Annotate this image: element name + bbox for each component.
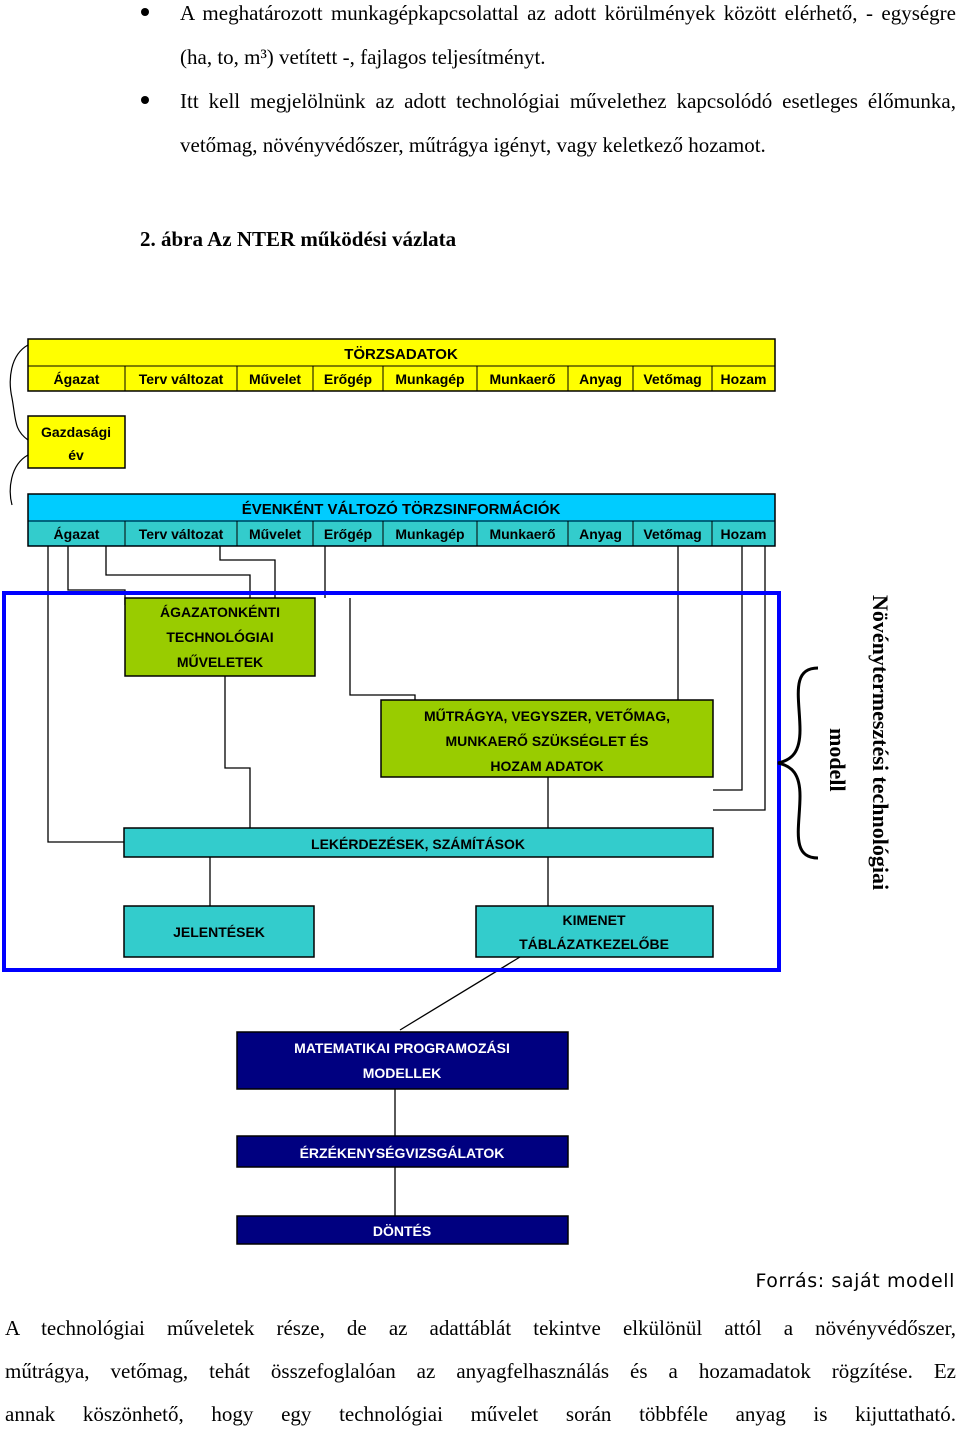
side-label-line1: Növénytermesztési technológiai — [868, 595, 893, 891]
mutragya-box: MŰTRÁGYA, VEGYSZER, VETŐMAG, MUNKAERŐ SZ… — [380, 699, 714, 778]
gazdasagi-ev-box: Gazdasági év — [27, 415, 126, 469]
dontes-box: DÖNTÉS — [236, 1215, 569, 1245]
paragraph-line: A technológiai műveletek része, de az ad… — [5, 1316, 956, 1340]
side-label-line2: modell — [825, 728, 850, 792]
gazdasagi-ev-line: Gazdasági — [41, 424, 111, 440]
matematikai-line: MATEMATIKAI PROGRAMOZÁSI — [294, 1040, 510, 1056]
erzekenyseg-box: ÉRZÉKENYSÉGVIZSGÁLATOK — [236, 1135, 569, 1168]
kimenet-line: TÁBLÁZATKEZELŐBE — [519, 935, 669, 952]
gazdasagi-ev-line: év — [68, 447, 84, 463]
torzsadatok-cell: Ágazat — [54, 371, 100, 387]
torzsadatok-table: TÖRZSADATOK Ágazat Terv változat Művelet Er… — [27, 338, 776, 392]
evenkent-cell: Terv változat — [139, 526, 224, 542]
bullet-item: A meghatározott munkagépkapcsolattal az … — [140, 0, 956, 79]
evenkent-table: ÉVENKÉNT VÁLTOZÓ TÖRZSINFORMÁCIÓK Ágazat… — [27, 493, 776, 547]
torzsadatok-cell: Művelet — [249, 371, 301, 387]
agazatonkenti-box: ÁGAZATONKÉNTI TECHNOLÓGIAI MŰVELETEK — [124, 597, 316, 677]
torzsadatok-cell: Hozam — [721, 371, 767, 387]
evenkent-cell: Művelet — [249, 526, 301, 542]
evenkent-cell: Vetőmag — [643, 526, 701, 542]
paragraph-line: annak köszönhető, hogy egy technológiai … — [5, 1402, 956, 1426]
torzsadatok-title: TÖRZSADATOK — [344, 346, 458, 363]
evenkent-title: ÉVENKÉNT VÁLTOZÓ TÖRZSINFORMÁCIÓK — [242, 500, 561, 518]
bullet-text: A meghatározott munkagépkapcsolattal az … — [180, 1, 956, 69]
kimenet-box: KIMENET TÁBLÁZATKEZELŐBE — [475, 905, 714, 958]
matematikai-line: MODELLEK — [363, 1065, 442, 1081]
evenkent-cell: Munkaerő — [489, 526, 555, 542]
connector-lines — [47, 546, 766, 1216]
bullet-text: Itt kell megjelölnünk az adott technológ… — [180, 89, 956, 157]
torzsadatok-cell: Anyag — [579, 371, 622, 387]
agazatonkenti-line: MŰVELETEK — [177, 653, 263, 670]
agazatonkenti-line: TECHNOLÓGIAI — [166, 628, 273, 645]
figure-source: Forrás: saját modell — [755, 1270, 955, 1292]
body-paragraph: A technológiai műveletek része, de az ad… — [5, 1307, 956, 1436]
lekerdezesek-box: LEKÉRDEZÉSEK, SZÁMÍTÁSOK — [123, 827, 714, 858]
paragraph-line: műtrágya, vetőmag, tehát összefoglalóan … — [5, 1359, 956, 1383]
jelentesek-box: JELENTÉSEK — [123, 905, 315, 958]
evenkent-cell: Erőgép — [324, 526, 372, 542]
bullet-dot-icon — [141, 8, 149, 16]
agazatonkenti-line: ÁGAZATONKÉNTI — [160, 604, 280, 620]
erzekenyseg-label: ÉRZÉKENYSÉGVIZSGÁLATOK — [300, 1145, 505, 1161]
bullet-item: Itt kell megjelölnünk az adott technológ… — [140, 79, 956, 167]
torzsadatok-cell: Munkagép — [395, 371, 464, 387]
mutragya-line: MŰTRÁGYA, VEGYSZER, VETŐMAG, — [424, 707, 670, 724]
figure-caption: 2. ábra Az NTER működési vázlata — [140, 227, 457, 251]
torzsadatok-cell: Vetőmag — [643, 371, 701, 387]
jelentesek-label: JELENTÉSEK — [173, 924, 265, 940]
bullet-list: A meghatározott munkagépkapcsolattal az … — [140, 0, 956, 167]
torzsadatok-cell: Erőgép — [324, 371, 372, 387]
curly-brace-icon — [777, 666, 819, 860]
lekerdezesek-label: LEKÉRDEZÉSEK, SZÁMÍTÁSOK — [311, 836, 525, 852]
matematikai-box: MATEMATIKAI PROGRAMOZÁSI MODELLEK — [236, 1031, 569, 1090]
dontes-label: DÖNTÉS — [373, 1223, 431, 1239]
mutragya-line: HOZAM ADATOK — [490, 758, 603, 774]
model-frame — [2, 591, 781, 972]
mutragya-line: MUNKAERŐ SZÜKSÉGLET ÉS — [445, 732, 648, 749]
evenkent-cell: Ágazat — [54, 526, 100, 542]
bullet-dot-icon — [141, 96, 149, 104]
torzsadatok-cell: Munkaerő — [489, 371, 555, 387]
torzsadatok-cell: Terv változat — [139, 371, 224, 387]
kimenet-line: KIMENET — [563, 912, 626, 928]
evenkent-cell: Anyag — [579, 526, 622, 542]
evenkent-cell: Hozam — [721, 526, 767, 542]
evenkent-cell: Munkagép — [395, 526, 464, 542]
